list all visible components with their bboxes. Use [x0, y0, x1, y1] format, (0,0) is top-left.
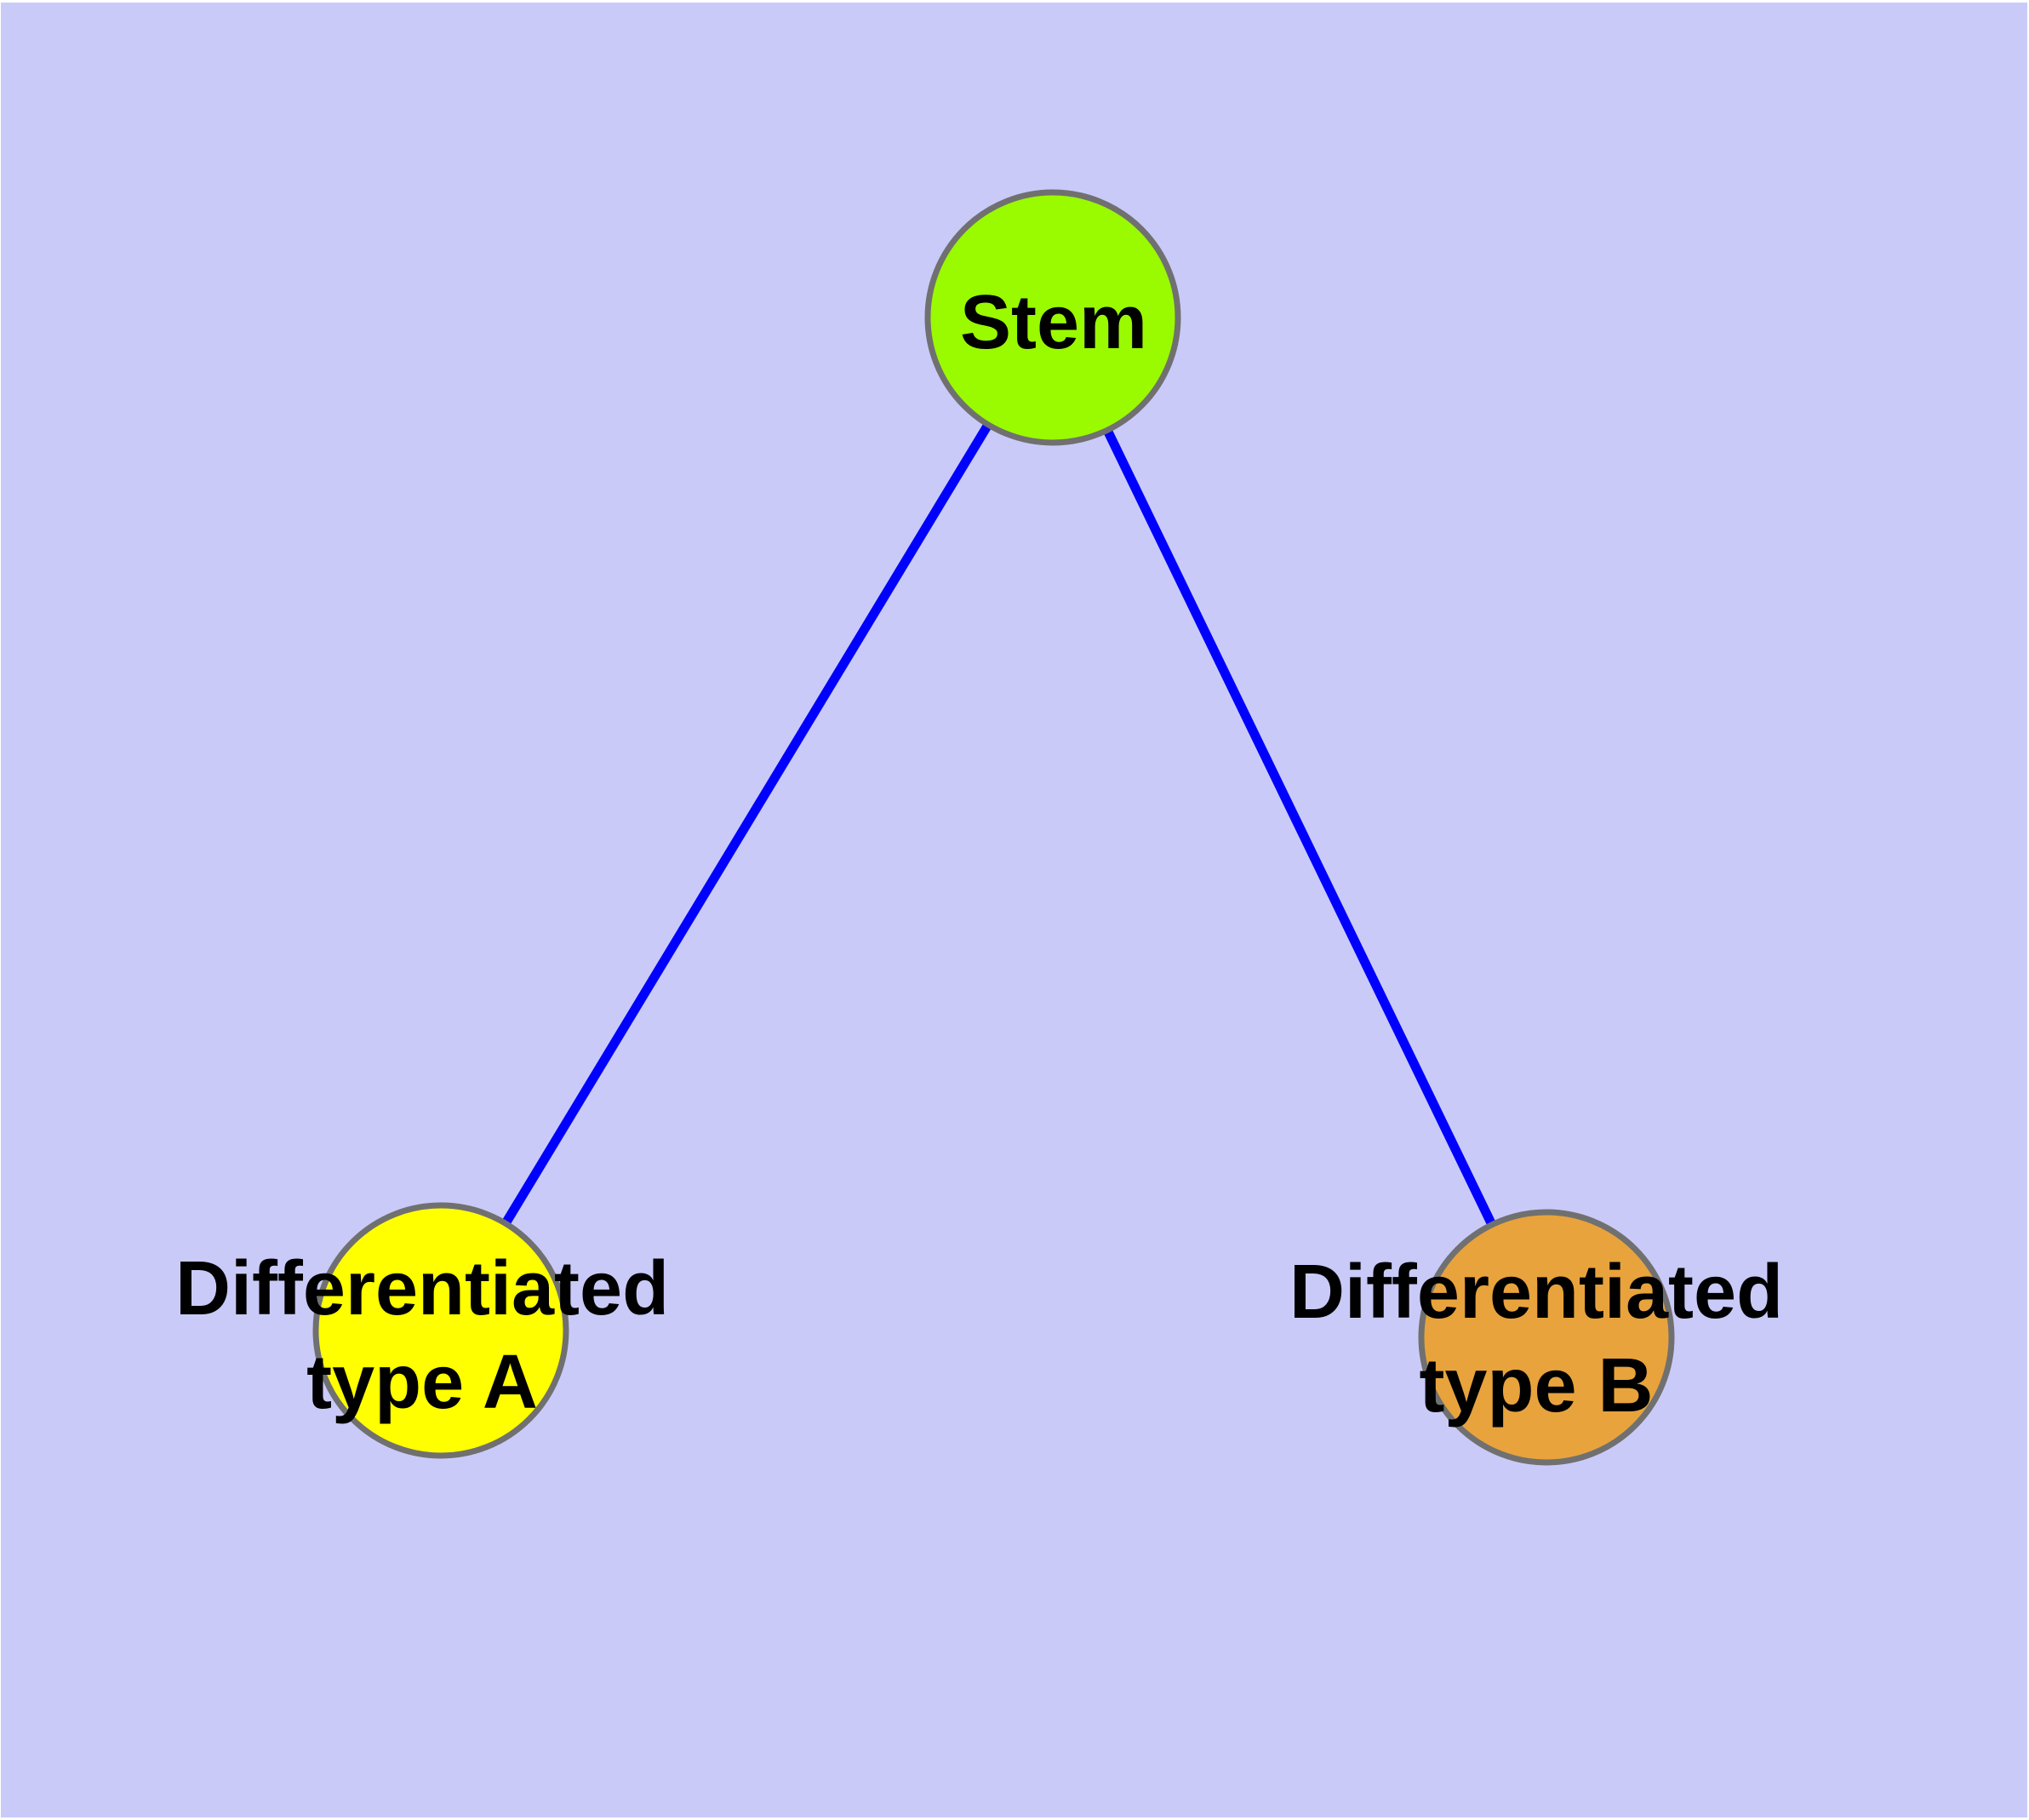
edge-stem-to-type-a: [437, 315, 1057, 1333]
edge-stem-to-type-b: [1049, 315, 1551, 1340]
node-differentiated-type-b: [1418, 1209, 1675, 1466]
node-label-differentiated-type-a: Differentiated type A: [174, 1246, 670, 1425]
node-label-differentiated-type-b: Differentiated type B: [1289, 1250, 1784, 1428]
node-stem: [924, 189, 1181, 446]
node-label-stem: Stem: [959, 280, 1148, 365]
node-differentiated-type-a: [312, 1202, 569, 1459]
